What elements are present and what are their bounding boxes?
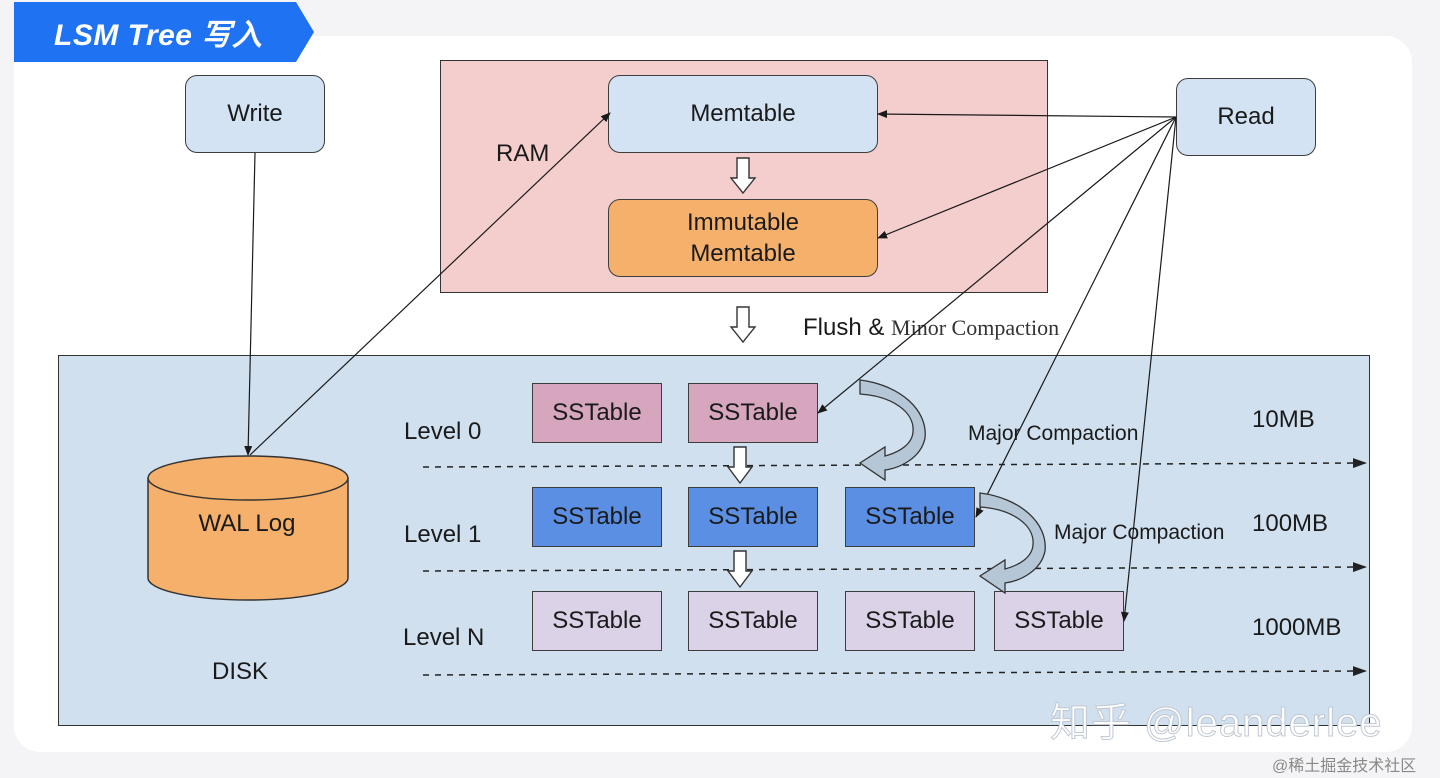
level-1-sstable-3: SSTable (845, 487, 975, 547)
major-compaction-label-2: Major Compaction (1054, 521, 1225, 544)
sstable-label: SSTable (865, 607, 955, 635)
level-1-label: Level 1 (404, 521, 482, 548)
wal-log-label: WAL Log (198, 510, 296, 537)
level-n-size: 1000MB (1252, 614, 1342, 641)
read-to-immutable-arrow (877, 116, 1177, 239)
write-node: Write (185, 75, 325, 153)
flush-label-part1: Flush & (803, 314, 885, 341)
watermark-text: 知乎 @leanderlee (1050, 701, 1383, 746)
level-0-sstable-2: SSTable (688, 383, 818, 443)
flush-label: Flush & Minor Compaction (803, 314, 1059, 342)
level-n-sstable-3: SSTable (845, 591, 975, 651)
read-to-leveln-arrow (1120, 116, 1177, 622)
sstable-label: SSTable (708, 503, 798, 531)
sstable-label: SSTable (708, 399, 798, 427)
read-to-memtable-arrow (877, 110, 1177, 119)
level-n-sstable-4: SSTable (994, 591, 1124, 651)
read-to-level1-arrow (975, 116, 1177, 518)
ram-label: RAM (496, 140, 550, 167)
title-banner: LSM Tree 写入 (14, 2, 314, 62)
wal-log-cylinder (147, 455, 349, 601)
level-0-label: Level 0 (404, 418, 482, 445)
banner-title: LSM Tree 写入 (54, 19, 263, 52)
level-1-sstable-2: SSTable (688, 487, 818, 547)
sstable-label: SSTable (552, 503, 642, 531)
flush-label-part2: Minor Compaction (891, 315, 1060, 340)
level-n-sstable-1: SSTable (532, 591, 662, 651)
level1-to-leveln-hollow-arrow (726, 550, 754, 589)
wal-to-memtable-arrow (249, 112, 611, 456)
major-compaction-curve-2 (978, 492, 1046, 595)
level-n-dashed-line (422, 666, 1367, 677)
sstable-label: SSTable (708, 607, 798, 635)
sstable-label: SSTable (552, 607, 642, 635)
sstable-label: SSTable (1014, 607, 1104, 635)
immutable-memtable-label: Immutable Memtable (686, 208, 800, 267)
level-1-dashed-line (422, 562, 1367, 573)
write-label: Write (227, 100, 283, 128)
level-1-size: 100MB (1252, 510, 1329, 537)
memtable-to-immutable-hollow-arrow (729, 157, 757, 195)
level-0-sstable-1: SSTable (532, 383, 662, 443)
memtable-node: Memtable (608, 75, 878, 153)
immutable-memtable-node: Immutable Memtable (608, 199, 878, 277)
level-n-sstable-2: SSTable (688, 591, 818, 651)
read-to-level0-arrow (817, 116, 1177, 414)
disk-label: DISK (212, 658, 269, 685)
level-n-label: Level N (403, 624, 485, 651)
credit-text: @稀土掘金技术社区 (1272, 758, 1417, 775)
read-label: Read (1217, 103, 1275, 131)
level-0-size: 10MB (1252, 406, 1315, 433)
sstable-label: SSTable (552, 399, 642, 427)
flush-hollow-arrow (729, 306, 757, 344)
major-compaction-label-1: Major Compaction (968, 422, 1139, 445)
read-node: Read (1176, 78, 1316, 156)
level-1-sstable-1: SSTable (532, 487, 662, 547)
write-to-wal-arrow (244, 152, 256, 456)
memtable-label: Memtable (690, 100, 796, 128)
sstable-label: SSTable (865, 503, 955, 531)
level0-to-level1-hollow-arrow (726, 446, 754, 485)
major-compaction-curve-1 (858, 379, 926, 482)
